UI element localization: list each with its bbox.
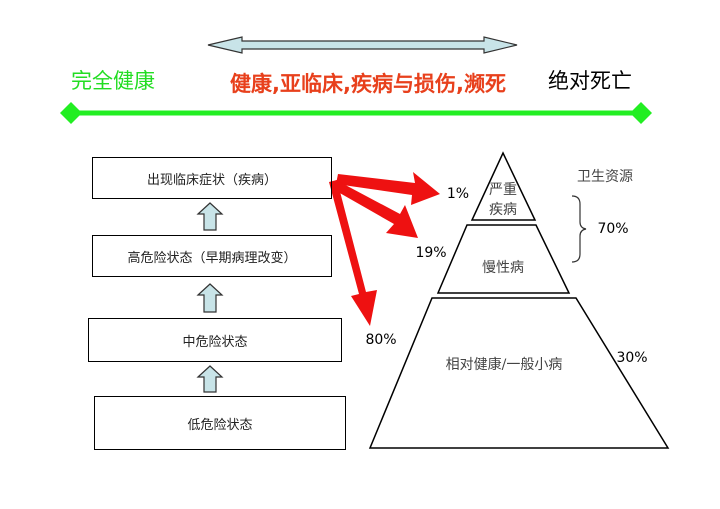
- up-arrows: [196, 202, 224, 393]
- severe-label-2: 疾病: [489, 202, 517, 218]
- pct-70: 70%: [597, 221, 629, 237]
- up-arrow: [196, 283, 224, 313]
- red-arrow-19pct: [331, 180, 418, 238]
- up-arrow: [196, 365, 224, 393]
- pyramid-middle: [436, 224, 571, 294]
- pct-1: 1%: [446, 186, 470, 202]
- right-diamond: [630, 102, 652, 124]
- absolute-death-label: 绝对死亡: [548, 69, 632, 93]
- pct-30: 30%: [616, 350, 648, 366]
- pct-80: 80%: [365, 332, 397, 348]
- red-arrow-80pct: [329, 180, 377, 326]
- pyramid-bottom: [368, 297, 670, 449]
- complete-health-label: 完全健康: [71, 69, 155, 93]
- stage-box-medium-risk: 中危险状态: [88, 318, 342, 362]
- severe-label-1: 严重: [489, 182, 517, 198]
- chronic-label: 慢性病: [482, 260, 524, 276]
- left-diamond: [60, 102, 82, 124]
- up-arrow: [196, 202, 224, 231]
- spectrum-middle-label: 健康,亚临床,疾病与损伤,濒死: [230, 72, 506, 96]
- red-arrows: [329, 172, 440, 326]
- stage-box-clinical: 出现临床症状（疾病）: [92, 157, 332, 199]
- brace: [571, 195, 587, 263]
- double-arrow: [207, 36, 518, 54]
- pyramid: [368, 151, 670, 449]
- stage-box-low-risk: 低危险状态: [94, 396, 346, 450]
- red-arrow-1pct: [336, 172, 440, 205]
- pyramid-top: [470, 151, 537, 221]
- pct-19: 19%: [415, 245, 447, 261]
- health-resources-label: 卫生资源: [577, 169, 633, 185]
- stage-box-high-risk: 高危险状态（早期病理改变）: [92, 235, 332, 277]
- healthy-label: 相对健康/一般小病: [445, 357, 563, 373]
